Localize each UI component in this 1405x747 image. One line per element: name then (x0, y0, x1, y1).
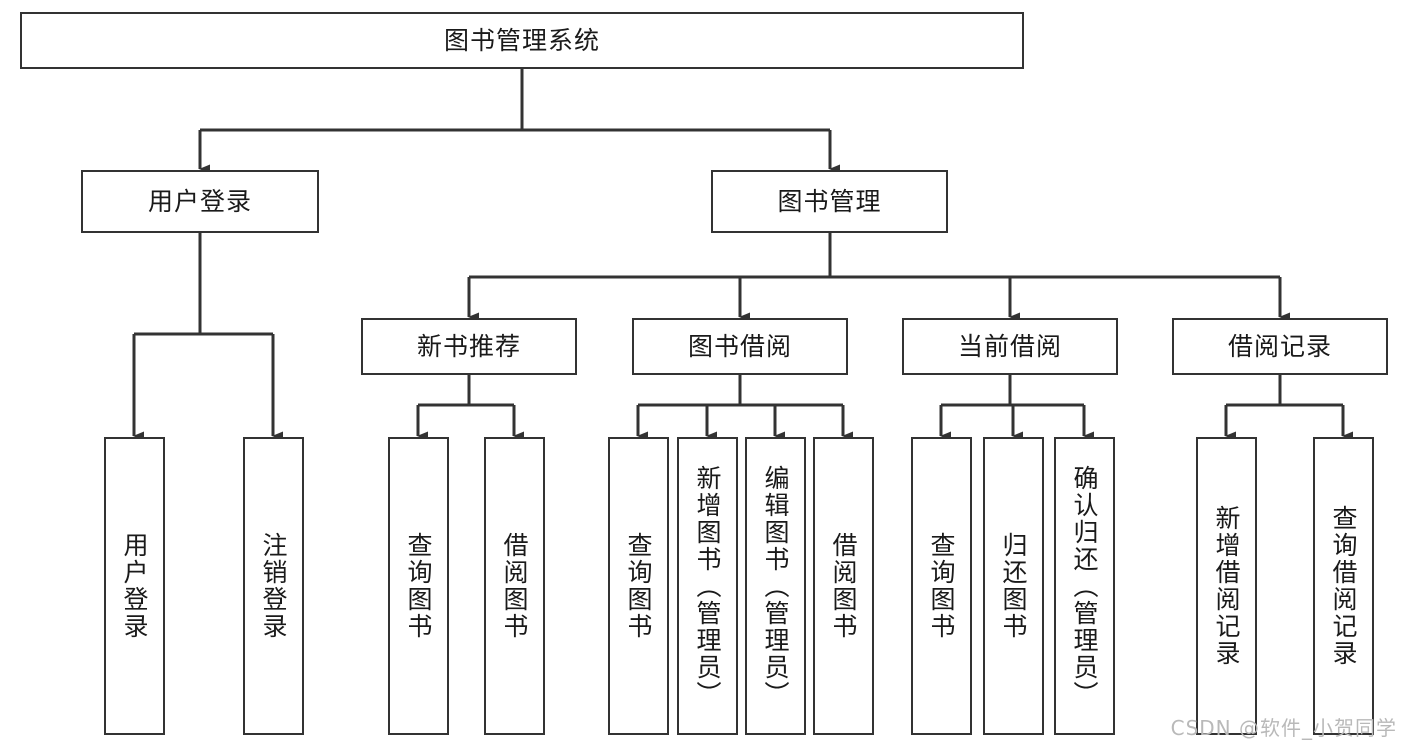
node-leaf-borrow-book[interactable]: 借阅图书 (813, 437, 874, 735)
node-leaf-return-book[interactable]: 归还图书 (983, 437, 1044, 735)
node-label: 确认归还（管理员） (1070, 464, 1099, 708)
node-current-borrow[interactable]: 当前借阅 (902, 318, 1118, 375)
node-leaf-edit-book-admin[interactable]: 编辑图书（管理员） (745, 437, 806, 735)
node-leaf-add-book-admin[interactable]: 新增图书（管理员） (677, 437, 738, 735)
node-label: 用户登录 (147, 186, 252, 216)
node-label: 注销登录 (259, 532, 288, 640)
connector-lines (132, 69, 1353, 441)
node-label: 查询图书 (404, 532, 433, 640)
node-borrow-record[interactable]: 借阅记录 (1172, 318, 1388, 375)
node-leaf-logout-login[interactable]: 注销登录 (243, 437, 304, 735)
node-label: 图书管理 (777, 186, 882, 216)
node-book-borrow[interactable]: 图书借阅 (632, 318, 848, 375)
node-leaf-query-borrow-record[interactable]: 查询借阅记录 (1313, 437, 1374, 735)
node-label: 当前借阅 (957, 331, 1062, 361)
node-label: 借阅图书 (500, 532, 529, 640)
node-label: 借阅图书 (829, 532, 858, 640)
node-label: 编辑图书（管理员） (761, 464, 790, 708)
node-leaf-query-book-borrow[interactable]: 查询图书 (608, 437, 669, 735)
node-leaf-borrow-book-recommend[interactable]: 借阅图书 (484, 437, 545, 735)
node-leaf-query-book-current[interactable]: 查询图书 (911, 437, 972, 735)
node-root-book-management-system[interactable]: 图书管理系统 (20, 12, 1024, 69)
node-label: 图书管理系统 (443, 25, 600, 55)
node-book-management[interactable]: 图书管理 (711, 170, 948, 233)
node-label: 查询图书 (927, 532, 956, 640)
node-label: 用户登录 (120, 532, 149, 640)
node-label: 借阅记录 (1227, 331, 1332, 361)
watermark-text: CSDN @软件_小贺同学 (1170, 716, 1397, 740)
node-leaf-user-login[interactable]: 用户登录 (104, 437, 165, 735)
node-label: 新增借阅记录 (1212, 505, 1241, 667)
node-leaf-add-borrow-record[interactable]: 新增借阅记录 (1196, 437, 1257, 735)
node-new-book-recommend[interactable]: 新书推荐 (361, 318, 577, 375)
node-user-login[interactable]: 用户登录 (81, 170, 319, 233)
node-label: 查询借阅记录 (1329, 505, 1358, 667)
node-label: 新书推荐 (416, 331, 521, 361)
node-label: 图书借阅 (687, 331, 792, 361)
node-label: 查询图书 (624, 532, 653, 640)
node-label: 归还图书 (999, 532, 1028, 640)
node-leaf-confirm-return-admin[interactable]: 确认归还（管理员） (1054, 437, 1115, 735)
node-leaf-query-book-recommend[interactable]: 查询图书 (388, 437, 449, 735)
node-label: 新增图书（管理员） (693, 464, 722, 708)
